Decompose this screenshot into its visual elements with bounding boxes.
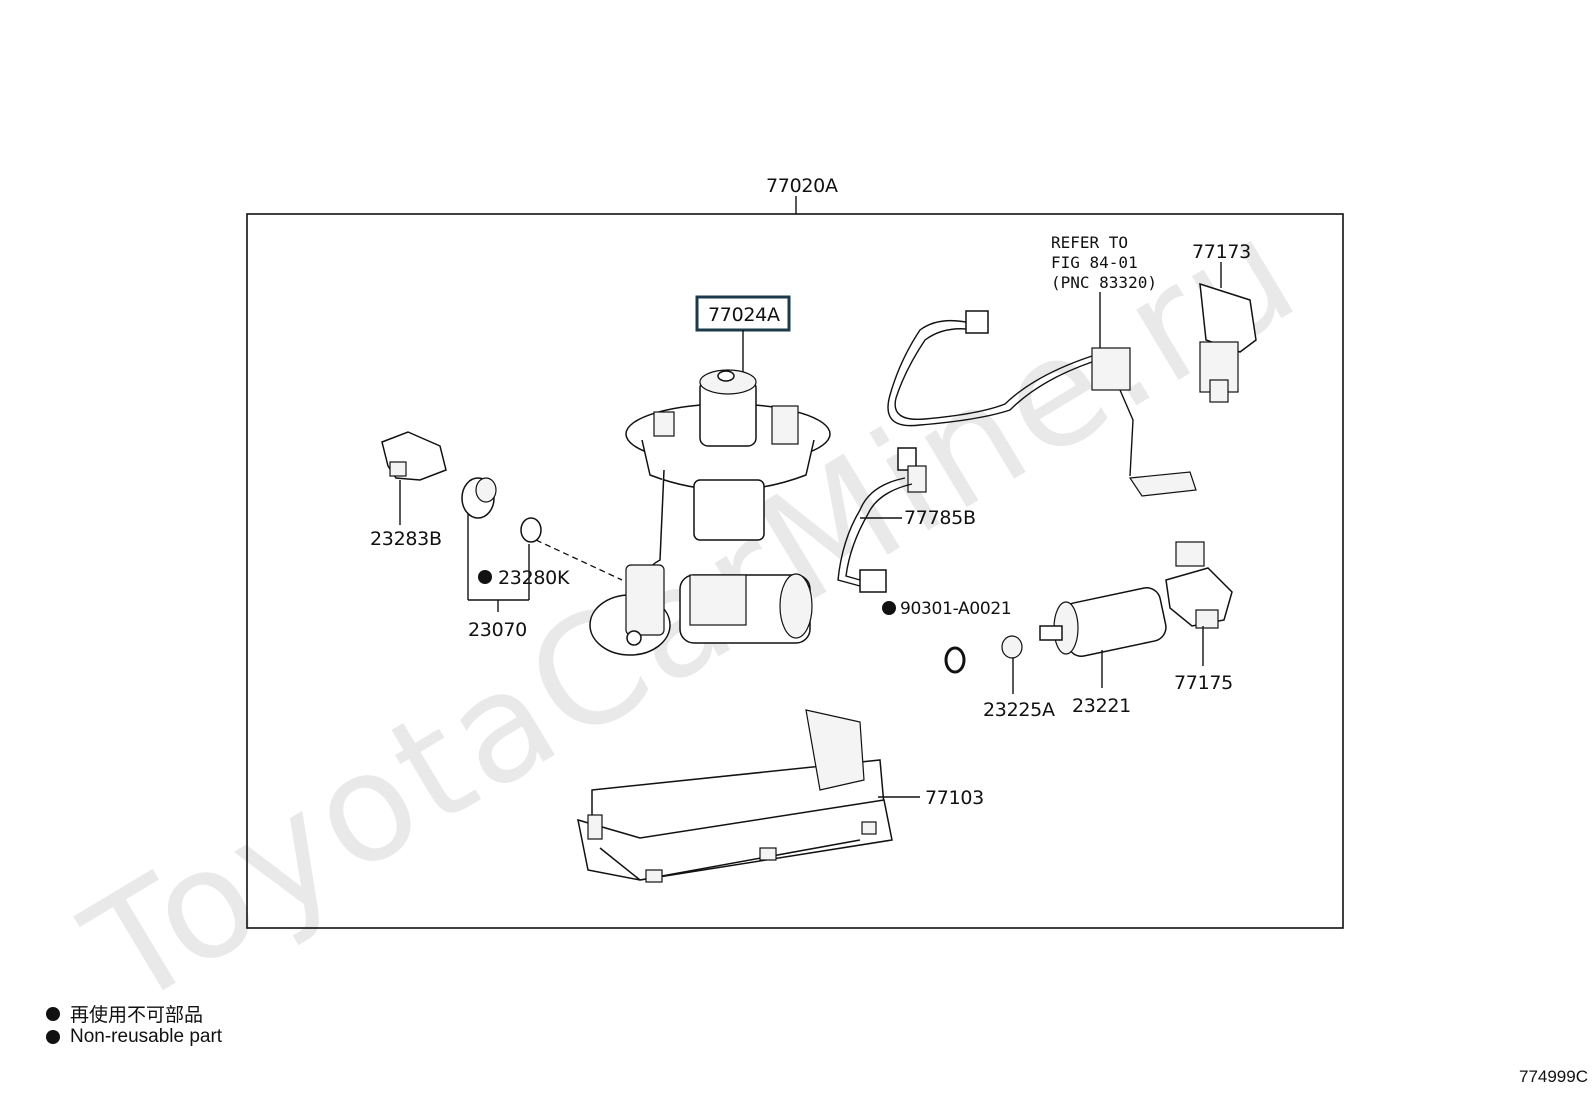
part-label-23280K[interactable]: 23280K	[498, 567, 570, 589]
refer-note-line2: FIG 84-01	[1051, 253, 1138, 272]
legend-chinese-text: 再使用不可部品	[70, 1005, 204, 1026]
non-reusable-mark	[478, 570, 492, 584]
legend-english-text: Non-reusable part	[70, 1026, 223, 1047]
part-23221-illustration	[1039, 587, 1167, 657]
part-label-23070[interactable]: 23070	[468, 619, 527, 641]
part-label-77173[interactable]: 77173	[1192, 241, 1251, 263]
refer-note-line3: (PNC 83320)	[1051, 273, 1157, 292]
assembly-label[interactable]: 77020A	[766, 175, 838, 197]
part-23070-illustration	[461, 477, 623, 581]
part-label-77103[interactable]: 77103	[925, 787, 984, 809]
fuel-sender-gauge-illustration	[887, 310, 1197, 497]
part-77173-illustration	[1199, 282, 1257, 403]
part-label-23221[interactable]: 23221	[1072, 695, 1131, 717]
part-label-77175[interactable]: 77175	[1174, 672, 1233, 694]
part-23283B-illustration	[381, 431, 447, 481]
non-reusable-mark	[882, 601, 896, 615]
assembly-frame	[246, 213, 1344, 929]
part-77175-illustration	[1165, 541, 1233, 629]
part-77103-illustration	[577, 709, 893, 883]
non-reusable-dot-icon	[46, 1006, 60, 1021]
non-reusable-dot-icon	[46, 1030, 60, 1044]
part-label-77785B[interactable]: 77785B	[904, 507, 976, 529]
legend-chinese: 再使用不可部品	[46, 1000, 203, 1027]
part-23225A-illustration	[1001, 635, 1023, 659]
o-ring-90301-illustration	[944, 646, 966, 674]
legend-english: Non-reusable part	[46, 1026, 222, 1048]
part-label-77024A[interactable]: 77024A	[708, 304, 780, 326]
fuel-pump-module-illustration	[589, 369, 831, 656]
part-label-23225A[interactable]: 23225A	[983, 699, 1055, 721]
part-77785B-illustration	[837, 447, 927, 593]
part-label-90301-A0021[interactable]: 90301-A0021	[900, 599, 1012, 619]
refer-note-line1: REFER TO	[1051, 233, 1128, 252]
figure-code: 774999C	[1518, 1067, 1588, 1086]
highlight-box	[695, 295, 791, 332]
part-label-23283B[interactable]: 23283B	[370, 528, 442, 550]
